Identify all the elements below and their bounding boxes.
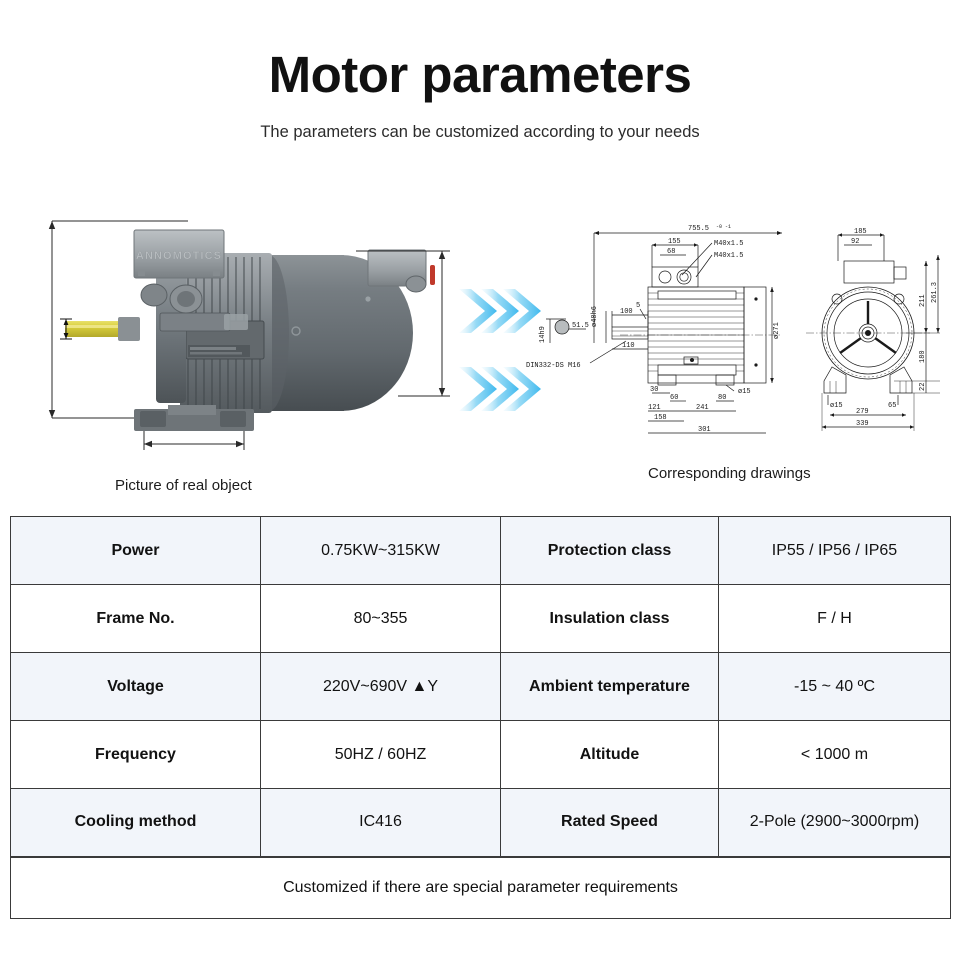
dimension-foot-span	[143, 431, 245, 450]
page-subtitle: The parameters can be customized accordi…	[260, 122, 700, 141]
dim-gland-1: M40x1.5	[714, 240, 743, 248]
param-value: 0.75KW~315KW	[260, 516, 501, 585]
param-label: Voltage	[10, 652, 261, 721]
page-header: Motor parameters The parameters can be c…	[0, 48, 960, 142]
dim-front-65: 65	[888, 402, 896, 410]
dim-box-68: 68	[667, 248, 675, 256]
dim-foot-60: 60	[670, 394, 678, 402]
param-value: F / H	[718, 584, 951, 653]
dim-front-180: 180	[919, 350, 927, 363]
table-row: Voltage 220V~690V ▲Y Ambient temperature…	[10, 652, 951, 721]
dim-front-hole: ø15	[830, 402, 843, 410]
dim-base-301: 301	[698, 426, 711, 434]
param-label: Power	[10, 516, 261, 585]
motor-photo: ANNOMOTICS	[38, 213, 458, 458]
table-footer-row: Customized if there are special paramete…	[10, 855, 951, 919]
param-label: Altitude	[500, 720, 719, 789]
dim-foot-80: 80	[718, 394, 726, 402]
dim-overall-length: 755.5	[688, 225, 709, 233]
dim-base-158: 158	[654, 414, 667, 422]
table-row: Power 0.75KW~315KW Protection class IP55…	[10, 516, 951, 585]
dim-base-241: 241	[696, 404, 709, 412]
dim-center-hole: DIN332-DS M16	[526, 362, 581, 370]
drawing-illustration: 755.5 -0 -1 155 68 M40x1.5 M40x1.5	[526, 224, 940, 434]
dim-foot-30: 30	[650, 386, 658, 394]
param-value: 220V~690V ▲Y	[260, 652, 501, 721]
technical-drawings: 755.5 -0 -1 155 68 M40x1.5 M40x1.5	[520, 215, 960, 455]
table-row: Cooling method IC416 Rated Speed 2-Pole …	[10, 788, 951, 857]
param-value: IC416	[260, 788, 501, 857]
brand-emboss-label: ANNOMOTICS	[136, 250, 222, 262]
drawing-caption: Corresponding drawings	[648, 465, 811, 482]
page-title: Motor parameters	[268, 46, 692, 103]
motor-photo-illustration: ANNOMOTICS	[48, 220, 450, 450]
photo-caption: Picture of real object	[115, 477, 252, 494]
dim-front-185: 185	[854, 228, 867, 236]
param-label: Insulation class	[500, 584, 719, 653]
transition-arrows	[455, 283, 550, 418]
media-band: ANNOMOTICS	[0, 205, 960, 505]
dim-shaft-100: 100	[620, 308, 633, 316]
dim-shaft-diameter: ø48h6	[591, 306, 599, 327]
dim-shaft-5: 5	[636, 302, 640, 310]
param-value: < 1000 m	[718, 720, 951, 789]
footer-note: Customized if there are special paramete…	[10, 855, 951, 919]
dim-front-211: 211	[919, 294, 927, 307]
param-label: Rated Speed	[500, 788, 719, 857]
dim-key-14h9: 14h9	[539, 326, 547, 343]
dimension-height-right	[356, 250, 450, 397]
dim-foot-hole: ø15	[738, 388, 751, 396]
dim-front-92: 92	[851, 238, 859, 246]
motor-shaft	[65, 321, 123, 337]
dim-body-diameter: ø271	[773, 322, 781, 339]
dim-key-51-5: 51.5	[572, 322, 589, 330]
dim-front-339: 339	[856, 420, 869, 428]
param-label: Frame No.	[10, 584, 261, 653]
param-value: 80~355	[260, 584, 501, 653]
table-row: Frequency 50HZ / 60HZ Altitude < 1000 m	[10, 720, 951, 789]
param-value: -15 ~ 40 ºC	[718, 652, 951, 721]
param-value: IP55 / IP56 / IP65	[718, 516, 951, 585]
dim-shaft-110: 110	[622, 342, 635, 350]
param-label: Protection class	[500, 516, 719, 585]
dim-front-261-3: 261.3	[931, 282, 939, 303]
table-row: Frame No. 80~355 Insulation class F / H	[10, 584, 951, 653]
dim-gland-2: M40x1.5	[714, 252, 743, 260]
dim-front-279: 279	[856, 408, 869, 416]
double-chevron-right-icon	[459, 289, 541, 411]
param-label: Frequency	[10, 720, 261, 789]
param-value: 2-Pole (2900~3000rpm)	[718, 788, 951, 857]
param-value: 50HZ / 60HZ	[260, 720, 501, 789]
svg-text:-0 -1: -0 -1	[716, 224, 731, 230]
dim-front-22: 22	[919, 383, 927, 391]
param-label: Cooling method	[10, 788, 261, 857]
dim-base-121: 121	[648, 404, 661, 412]
dim-box-155: 155	[668, 238, 681, 246]
motor-parameters-table: Power 0.75KW~315KW Protection class IP55…	[10, 516, 951, 919]
param-label: Ambient temperature	[500, 652, 719, 721]
dimension-shaft-diameter	[60, 318, 72, 340]
